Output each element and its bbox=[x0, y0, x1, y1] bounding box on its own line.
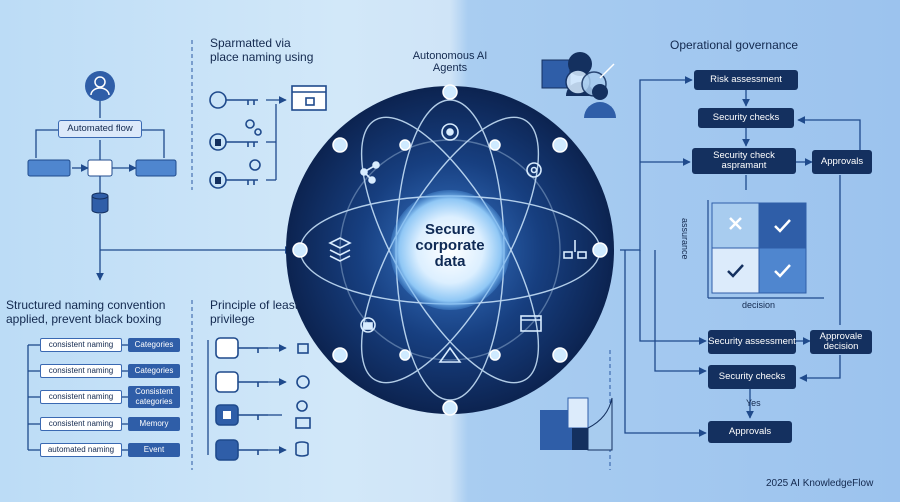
agents-illustration bbox=[541, 52, 616, 118]
naming-row-label: automated naming bbox=[40, 443, 122, 457]
yes-label: Yes bbox=[746, 398, 761, 408]
security-assessment-box: Security assessment bbox=[708, 330, 796, 354]
approvals-2-box: Approvals bbox=[708, 421, 792, 443]
naming-row-label: consistent naming bbox=[40, 417, 122, 431]
agents-label: Autonomous AI Agents bbox=[412, 50, 488, 74]
secure-data-core: Secure corporate data bbox=[415, 221, 485, 270]
naming-row-tag: Memory bbox=[128, 417, 180, 431]
matrix-y-label: assurance bbox=[680, 218, 690, 260]
automated-flow-box: Automated flow bbox=[58, 120, 142, 138]
naming-row-tag: Consistent categories bbox=[128, 386, 180, 408]
assurance-decision-matrix bbox=[707, 200, 824, 299]
approvale-decision-box: Approvale decision bbox=[810, 330, 872, 354]
sparmatted-title: Sparmatted via place naming using bbox=[210, 36, 314, 64]
naming-row-label: consistent naming bbox=[40, 338, 122, 352]
naming-row-label: consistent naming bbox=[40, 390, 122, 404]
naming-row-tag: Event bbox=[128, 443, 180, 457]
least-privilege-title: Principle of least privilege bbox=[210, 298, 299, 326]
footer-credit: 2025 AI KnowledgeFlow bbox=[766, 478, 874, 489]
governance-title: Operational governance bbox=[670, 38, 799, 52]
naming-row-tag: Categories bbox=[128, 338, 180, 352]
matrix-x-label: decision bbox=[742, 300, 776, 310]
security-check-aspramant-box: Security check aspramant bbox=[692, 148, 796, 174]
user-node bbox=[85, 71, 115, 101]
security-checks-box: Security checks bbox=[698, 108, 794, 128]
naming-row-label: consistent naming bbox=[40, 364, 122, 378]
bottom-deco bbox=[540, 397, 613, 451]
approvals-box: Approvals bbox=[812, 150, 872, 174]
security-checks-2-box: Security checks bbox=[708, 365, 796, 389]
naming-row-tag: Categories bbox=[128, 364, 180, 378]
risk-assessment-box: Risk assessment bbox=[694, 70, 798, 90]
naming-convention-title: Structured naming convention applied, pr… bbox=[6, 298, 166, 326]
